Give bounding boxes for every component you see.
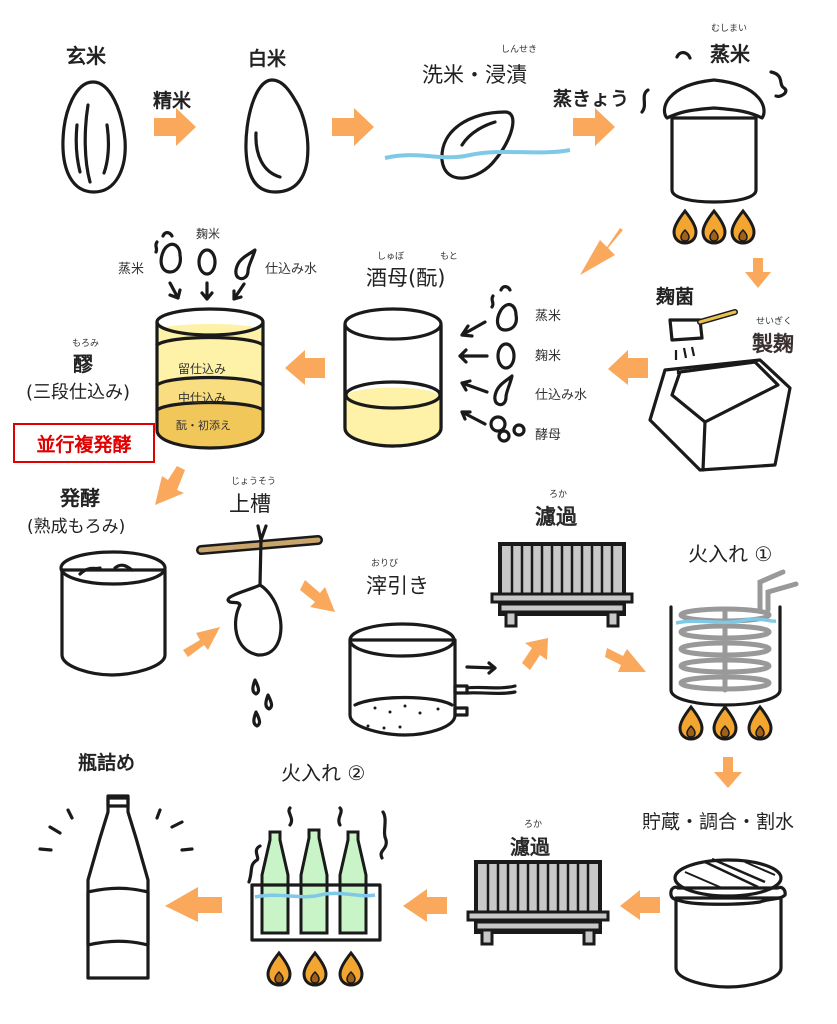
label-shubo: 酒母(酛) (366, 266, 446, 290)
arrow-to-seikiku (745, 258, 771, 288)
moromi-tank-icon (155, 307, 265, 450)
arrow-polish (154, 108, 196, 146)
label-mushimai: 蒸米 (710, 42, 750, 66)
sake-bottle-icon (38, 794, 194, 980)
arrow-to-shubo (580, 228, 623, 275)
label-seimai: 精米 (153, 90, 192, 112)
ruby-shinseki: しんせき (501, 45, 538, 55)
label-sandan-jikomi: (三段仕込み) (26, 382, 131, 403)
koji-tray-icon (648, 358, 792, 472)
moromi-layer-moto-hatsuzoe: 酛・初添え (176, 419, 231, 432)
flame-icon (730, 209, 756, 245)
shubo-input-yeast: 酵母 (535, 428, 562, 443)
arrow-to-hiire2 (403, 889, 447, 922)
fermentation-tank-icon (59, 550, 167, 677)
settling-tank-icon (348, 622, 517, 737)
arrow-to-oribiki (300, 580, 335, 612)
label-seikiku: 製麹 (752, 332, 794, 356)
filter-press-icon (490, 542, 634, 628)
flame-icon (338, 951, 364, 987)
yeast-icon (489, 415, 526, 443)
ruby-mushimai: むしまい (711, 24, 748, 34)
filter-press-icon (466, 860, 610, 946)
flame-icon (678, 705, 704, 741)
label-moromi: 醪 (73, 352, 93, 376)
flame-icon (266, 951, 292, 987)
white-rice-grain-icon (244, 78, 310, 194)
label-genmai: 玄米 (66, 44, 106, 68)
shubo-input-water: 仕込み水 (535, 388, 588, 403)
arrow-to-roka1 (522, 638, 548, 670)
bottle-bath-icon (247, 806, 388, 942)
moromi-input-mushimai: 蒸米 (118, 262, 145, 277)
arrow-to-moromi (285, 350, 325, 385)
flame-icon (672, 209, 698, 245)
soaking-rice-icon (384, 110, 571, 180)
arrow-to-shubo-left (608, 350, 648, 385)
arrow-to-chozo (714, 757, 742, 788)
label-hiire-1: 火入れ ① (688, 542, 773, 566)
label-hakumai: 白米 (248, 48, 287, 70)
ruby-shubo: しゅぼ (377, 252, 405, 262)
koji-scoop-icon (668, 309, 738, 374)
ruby-moto: もと (440, 252, 458, 262)
steamer-pot-icon (640, 51, 788, 204)
label-jokyo: 蒸きょう (553, 88, 630, 110)
koji-rice-small-icon (496, 342, 516, 370)
label-roka-1: 濾過 (535, 505, 577, 529)
arrow-to-roka2 (620, 890, 660, 920)
ruby-moromi: もろみ (72, 339, 100, 349)
label-binzume: 瓶詰め (78, 752, 136, 774)
label-hakko: 発酵 (60, 486, 100, 510)
arrow-to-binzume (165, 887, 222, 922)
label-kojikin: 麹菌 (656, 286, 695, 308)
storage-tank-icon (669, 857, 787, 989)
flame-icon (712, 705, 738, 741)
ruby-roka-2: ろか (524, 820, 543, 830)
water-drop-small-icon (493, 374, 514, 407)
flame-icon (701, 209, 727, 245)
label-jukusei-moromi: (熟成もろみ) (27, 517, 126, 537)
moromi-input-water: 仕込み水 (265, 262, 318, 277)
moromi-input-kojimai: 麹米 (196, 227, 221, 241)
label-joso: 上槽 (229, 492, 271, 516)
heat-exchanger-icon (669, 569, 799, 707)
ruby-oribiki: おりび (371, 559, 399, 569)
parallel-fermentation-highlight: 並行複発酵 (13, 423, 155, 463)
brown-rice-grain-icon (61, 80, 127, 194)
ruby-roka-1: ろか (549, 490, 568, 500)
moromi-layer-tome: 留仕込み (178, 362, 227, 376)
label-heiko-fuku-hakko: 並行複発酵 (36, 433, 132, 456)
steamed-rice-small-icon (490, 285, 518, 332)
arrow-steam (573, 108, 615, 146)
flame-icon (747, 705, 773, 741)
shubo-input-mushimai: 蒸米 (535, 309, 562, 324)
arrow-to-hakko (155, 466, 185, 505)
ruby-seikiku: せいぎく (756, 317, 793, 327)
moromi-input-icons (154, 231, 257, 301)
label-roka-2: 濾過 (510, 835, 550, 859)
shubo-jar-icon (343, 307, 443, 448)
arrow-to-hiire1 (605, 648, 646, 672)
shubo-input-kojimai: 麹米 (535, 349, 562, 364)
label-senmai: 洗米・浸漬 (422, 63, 527, 87)
arrow-to-joso (183, 627, 220, 657)
moromi-layer-naka: 中仕込み (178, 391, 227, 405)
arrow-wash (332, 108, 374, 146)
label-chozo-chogo-warimizu: 貯蔵・調合・割水 (642, 811, 795, 833)
ruby-joso: じょうそう (231, 477, 277, 487)
label-hiire-2: 火入れ ② (281, 761, 366, 785)
flame-icon (302, 951, 328, 987)
shubo-input-arrows (458, 320, 489, 426)
label-oribiki: 滓引き (366, 574, 429, 598)
pressing-bag-icon (196, 524, 323, 728)
